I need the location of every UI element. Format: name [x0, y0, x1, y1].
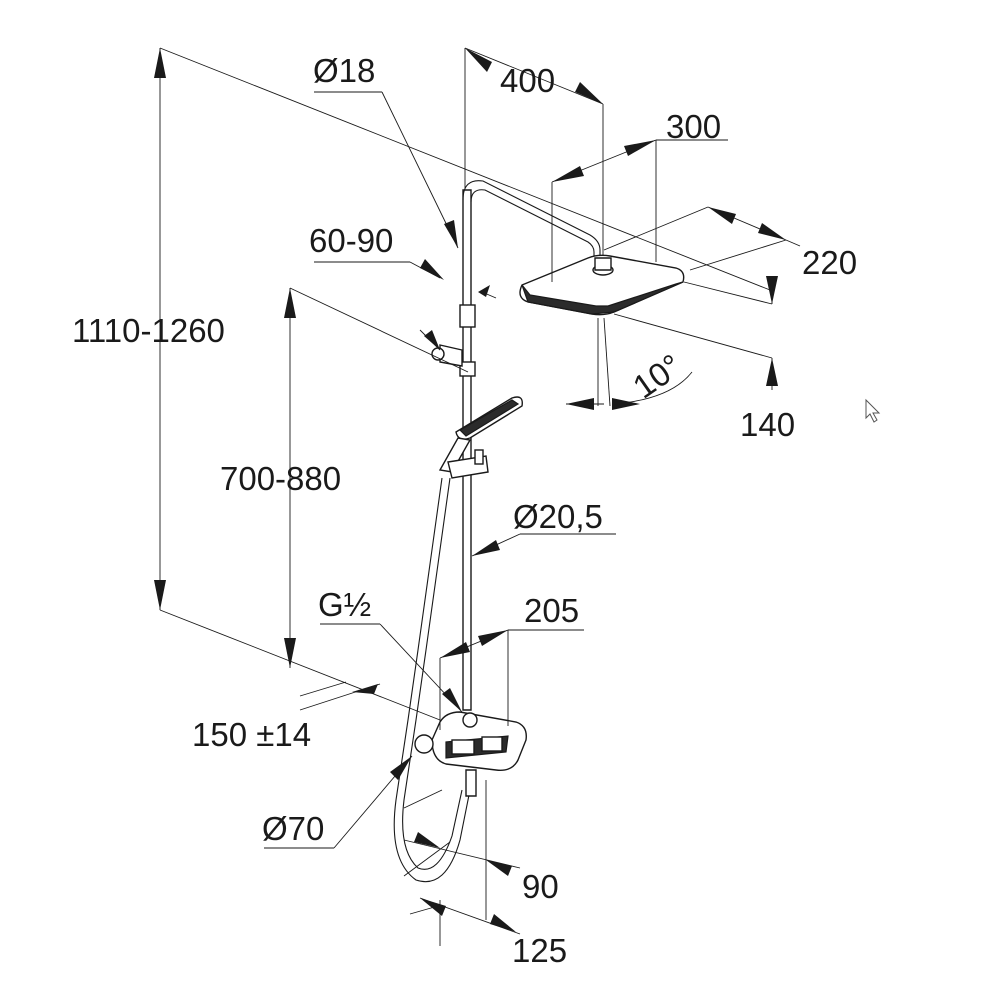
label-valve-width: 205 [524, 592, 579, 629]
label-riser-diameter: Ø20,5 [513, 498, 603, 535]
label-head-depth: 220 [802, 244, 857, 281]
temperature-knob [451, 739, 475, 755]
label-head-reach: 400 [500, 62, 555, 99]
label-hand-height: 700-880 [220, 460, 341, 497]
label-escutcheon-diameter: Ø70 [262, 810, 324, 847]
label-holder-range: 60-90 [309, 222, 393, 259]
label-spacing: 150 ±14 [192, 716, 311, 753]
label-thread: G½ [318, 586, 371, 623]
label-head-angle: 10° [626, 347, 688, 406]
mouse-pointer-icon [865, 398, 881, 423]
flow-knob [481, 736, 503, 752]
label-head-height: 140 [740, 406, 795, 443]
label-projection-90: 90 [522, 868, 559, 905]
dimension-lines [154, 47, 801, 946]
wall-escutcheon-left [414, 734, 434, 754]
slider-clamp [459, 304, 476, 328]
label-total-height: 1110-1260 [72, 312, 225, 349]
dimension-labels: Ø18 400 300 220 140 10° 60-90 1110-1260 … [72, 52, 857, 969]
shower-arm [462, 180, 601, 258]
label-projection-125: 125 [512, 932, 567, 969]
shower-system-outline [393, 180, 685, 883]
label-pipe-diameter: Ø18 [313, 52, 375, 89]
label-head-width: 300 [666, 108, 721, 145]
shower-hose [393, 477, 471, 883]
